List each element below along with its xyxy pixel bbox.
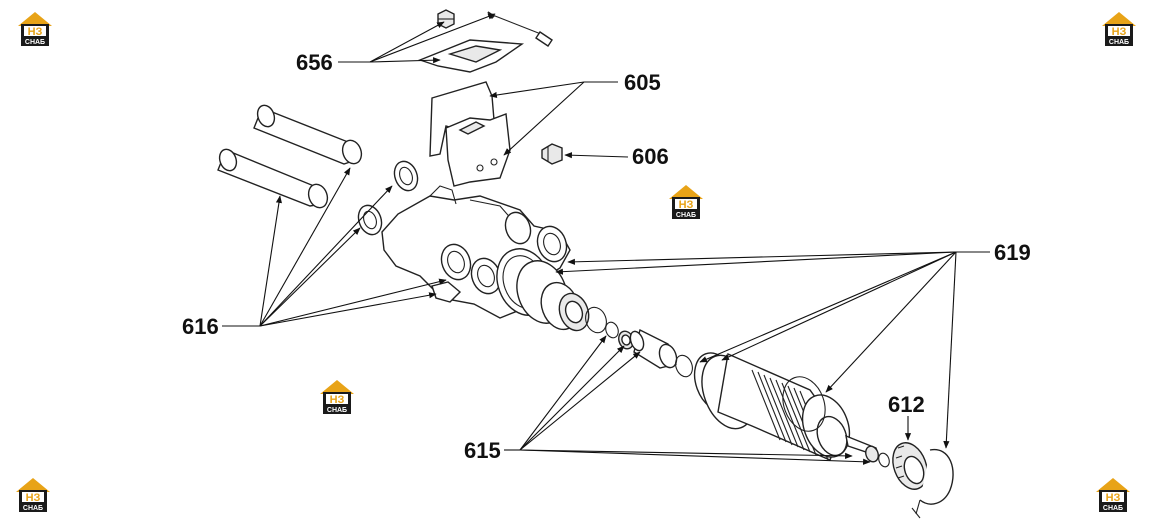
part-656-fasteners	[417, 9, 553, 73]
svg-text:СНАБ: СНАБ	[25, 39, 45, 46]
svg-text:СНАБ: СНАБ	[1109, 39, 1129, 46]
callout-605: 605	[624, 70, 661, 95]
watermark-logo-bottom-left: НЗ СНАБ	[16, 478, 50, 512]
watermark-logo-top-right: НЗ СНАБ	[1102, 12, 1136, 46]
callout-612: 612	[888, 392, 925, 417]
svg-text:СНАБ: СНАБ	[676, 212, 696, 219]
part-606-fitting	[541, 143, 563, 165]
part-612-nut	[892, 442, 928, 490]
svg-text:СНАБ: СНАБ	[23, 505, 43, 512]
callout-656: 656	[296, 50, 333, 75]
svg-text:НЗ: НЗ	[679, 199, 694, 211]
watermark-logo-left-middle: НЗ СНАБ	[320, 380, 354, 414]
callout-615: 615	[464, 438, 501, 463]
part-roller-hub	[693, 352, 890, 468]
svg-text:НЗ: НЗ	[1112, 26, 1127, 38]
watermark-logo-bottom-right: НЗ СНАБ	[1096, 478, 1130, 512]
watermark-logo-center: НЗ СНАБ	[669, 185, 703, 219]
svg-text:НЗ: НЗ	[28, 26, 43, 38]
watermark-logo-top-left: НЗ СНАБ	[18, 12, 52, 46]
part-shaft-spacer	[629, 328, 693, 378]
svg-text:НЗ: НЗ	[330, 394, 345, 406]
part-616-pins	[217, 104, 419, 236]
svg-text:НЗ: НЗ	[1106, 492, 1121, 504]
leader-lines	[222, 13, 990, 465]
callout-619: 619	[994, 240, 1031, 265]
callout-616: 616	[182, 314, 219, 339]
part-605-plates	[429, 81, 511, 187]
callout-606: 606	[632, 144, 669, 169]
svg-text:НЗ: НЗ	[26, 492, 41, 504]
svg-text:СНАБ: СНАБ	[1103, 505, 1123, 512]
svg-text:СНАБ: СНАБ	[327, 407, 347, 414]
part-snap-ring	[911, 448, 954, 519]
part-619-seals-bearings	[516, 260, 634, 350]
